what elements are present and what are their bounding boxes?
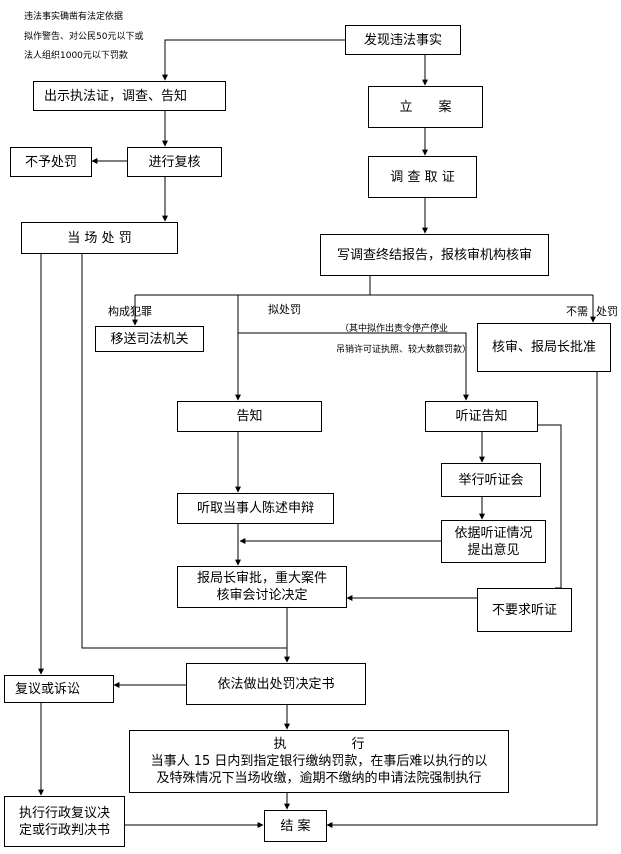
node-transfer: 移送司法机关 [95,326,204,352]
edge-branch-hearing [238,332,469,401]
note-middle-line2: 吊销许可证执照、较大数额罚款） [336,345,472,355]
node-report: 写调查终结报告，报核审机构核审 [320,234,549,276]
node-director-approval-line2: 核审会讨论决定 [216,588,308,603]
edge-approve-close [326,372,598,828]
edge-notice-nohearing [538,424,562,589]
node-no-hearing: 不要求听证 [477,588,572,632]
node-director-approval: 报局长审批，重大案件 核审会讨论决定 [177,566,347,608]
node-hearing-notice: 听证告知 [425,401,538,432]
node-register: 立 案 [368,86,483,128]
node-listen-defense: 听取当事人陈述申辩 [177,493,334,524]
node-no-penalty: 不予处罚 [10,147,92,177]
node-show-cert: 出示执法证，调查、告知 [33,81,226,111]
note-middle-line1: （其中拟作出责令停产停业 [340,324,449,334]
node-approve-director: 核审、报局长批准 [477,323,611,372]
note-topleft-line3: 法人组织1000元以下罚款 [24,51,128,61]
node-execute-line2: 及特殊情况下当场收缴，逾期不缴纳的申请法院强制执行 [156,771,482,786]
label-no-need: 不需 [566,305,588,318]
node-discover: 发现违法事实 [345,25,461,55]
edge-onsite-decision [81,254,287,649]
node-hearing-opinion-line1: 依据听证情况 [454,525,533,541]
node-hearing-opinion-line2: 提出意见 [467,542,520,558]
note-topleft-line2: 拟作警告、对公民50元以下或 [24,32,144,42]
node-director-approval-line1: 报局长审批，重大案件 [196,571,327,586]
node-inform: 告知 [177,401,322,432]
node-review: 进行复核 [127,147,222,177]
node-reconsider: 复议或诉讼 [4,675,114,703]
node-hold-hearing: 举行听证会 [441,463,541,497]
node-decision: 依法做出处罚决定书 [186,663,366,705]
node-admin-decision: 执行行政复议决 定或行政判决书 [4,796,125,847]
edge-discover-showcert [162,39,345,81]
node-admin-decision-line2: 定或行政判决书 [18,822,110,838]
label-intend-penalty: 拟处罚 [268,303,301,316]
node-onsite-penalty: 当 场 处 罚 [21,222,178,254]
note-topleft-line1: 违法事实确凿有法定依据 [24,12,124,22]
label-crime: 构成犯罪 [108,305,152,318]
node-investigate: 调 查 取 证 [368,156,477,198]
label-penalty: 处罚 [596,305,618,318]
node-execute-line1: 当事人 15 日内到指定银行缴纳罚款，在事后难以执行的以 [150,754,488,769]
node-admin-decision-line1: 执行行政复议决 [18,805,110,821]
node-execute: 执 行 当事人 15 日内到指定银行缴纳罚款，在事后难以执行的以 及特殊情况下当… [129,730,509,793]
node-hearing-opinion: 依据听证情况 提出意见 [441,520,546,563]
node-execute-title: 执 行 [273,737,365,752]
node-close-case: 结 案 [264,810,327,842]
